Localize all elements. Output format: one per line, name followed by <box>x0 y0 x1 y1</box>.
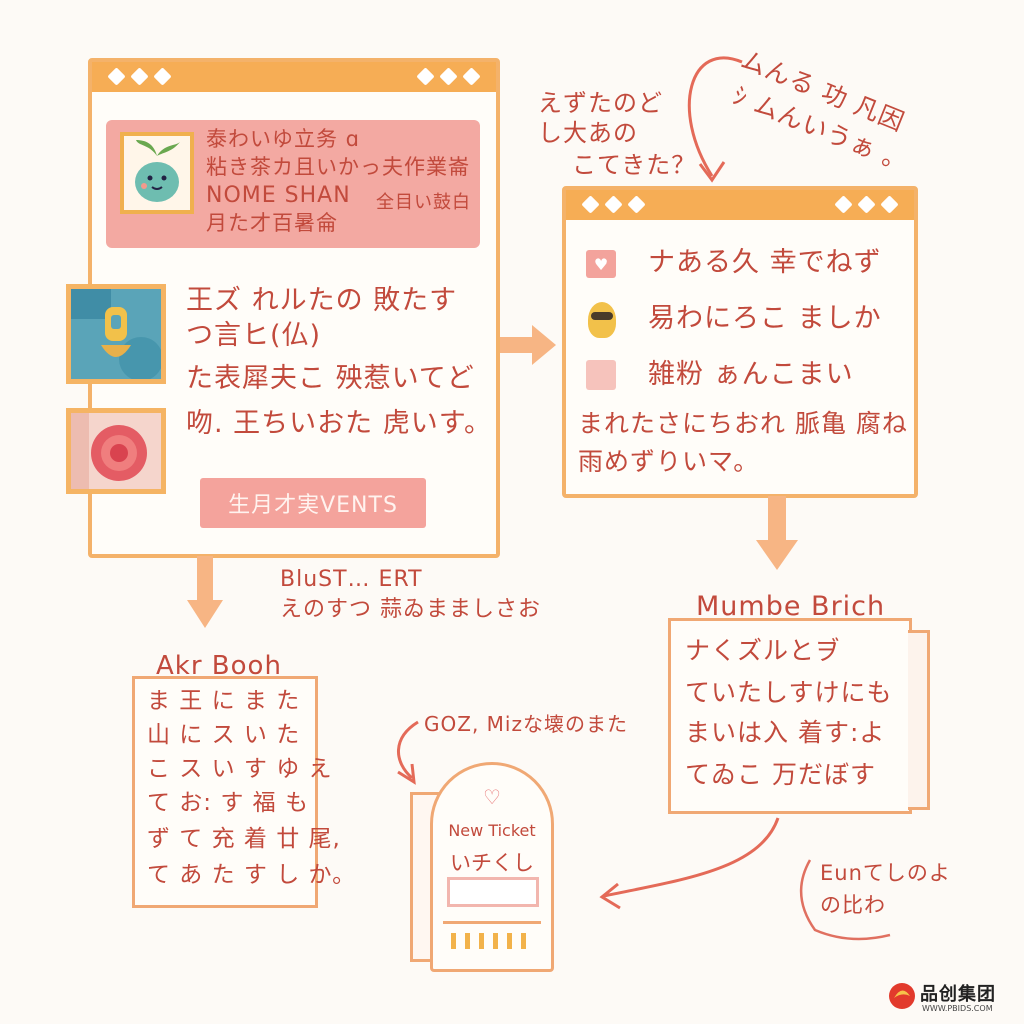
profile-line-1: 泰わいゆ立务 ɑ <box>206 127 361 151</box>
diamond-icon <box>880 195 899 214</box>
arrow-curved-to-ticket <box>599 817 780 910</box>
thumbnail-image-2[interactable] <box>66 408 166 494</box>
detail-body-line-2: 雨めずりいマ。 <box>578 447 760 476</box>
watermark: 品创集团 WWW.PBIDS.COM <box>888 980 1014 1016</box>
note-left-line: ま 王 に ま た <box>147 688 301 714</box>
new-ticket-card[interactable]: ♡ New Ticket いチくし <box>430 762 554 972</box>
titlebar-dots-right <box>834 195 899 214</box>
titlebar-dots-left <box>581 195 646 214</box>
arrow-curved-ticket <box>397 720 419 785</box>
note-right-title: Mumbe Brich <box>696 591 886 622</box>
profile-badge: 全目い鼓白 <box>376 192 471 213</box>
titlebar-dots-right <box>416 67 481 86</box>
note-right-line: てゐこ 万だぼす <box>685 760 876 789</box>
window-titlebar <box>92 62 496 92</box>
note-left-line: ず て 充 着 廿 尾, <box>147 826 341 852</box>
diamond-icon <box>627 195 646 214</box>
bubble-outline <box>799 859 891 941</box>
note-left-line: て お: す 福 も <box>147 790 309 816</box>
titlebar-dots-left <box>107 67 172 86</box>
ticket-barcode <box>451 933 526 949</box>
heart-icon: ♥ <box>586 250 616 278</box>
main-window: 泰わいゆ立务 ɑ 粘き茶カ且いかっ夫作業崙 NOME SHAN 月た才百暑侖 全… <box>88 58 500 558</box>
diamond-icon <box>153 67 172 86</box>
mid-caption-line-2: えのすつ 蒜ゐまましさお <box>280 597 541 622</box>
heart-icon: ♡ <box>483 785 501 809</box>
annotation-question-line-1: えずたのど <box>538 89 663 117</box>
ticket-title: New Ticket <box>448 821 536 840</box>
ticket-caption: GOZ, Mizな壊のまた <box>424 712 628 736</box>
list-item-label: ナある久 幸でねず <box>648 247 882 278</box>
list-item[interactable]: 雑粉 ぁんこまい <box>582 354 904 398</box>
detail-body-line-1: まれたさにちおれ 脈亀 腐ね <box>578 409 908 438</box>
profile-card[interactable]: 泰わいゆ立务 ɑ 粘き茶カ且いかっ夫作業崙 NOME SHAN 月た才百暑侖 全… <box>106 120 480 248</box>
profile-line-2: 粘き茶カ且いかっ夫作業崙 <box>206 155 470 179</box>
bottom-right-note-line-1: Eunてしのよ <box>820 861 951 885</box>
watermark-url: WWW.PBIDS.COM <box>922 1004 993 1013</box>
events-button[interactable]: 生月才実VENTS <box>200 478 426 528</box>
note-left-line: 山 に ス い た <box>147 722 301 748</box>
rose-image-icon <box>71 413 161 489</box>
sprout-creature-icon <box>135 140 180 202</box>
arrow-down-left <box>187 556 223 628</box>
profile-line-4: 月た才百暑侖 <box>206 211 338 235</box>
note-right-line: まいは入 着す:よ <box>685 718 886 747</box>
ticket-subtitle: いチくし <box>450 851 534 875</box>
events-button-label: 生月才実VENTS <box>228 493 398 518</box>
diamond-icon <box>416 67 435 86</box>
diamond-icon <box>462 67 481 86</box>
annotation-question-line-3: こてきた？ <box>572 151 697 179</box>
note-page-curl <box>908 630 930 810</box>
list-item-label: 雑粉 ぁんこまい <box>648 359 854 390</box>
list-line-2: つ言ヒ(仏) <box>186 320 322 351</box>
watercolor-figure-icon <box>71 289 163 381</box>
diamond-icon <box>604 195 623 214</box>
list-line-3: た表犀夫こ 殃惹いてど <box>186 363 475 394</box>
list-item[interactable]: 易わにろこ ましか <box>582 298 904 342</box>
mid-caption-line-1: BluST… ERT <box>280 567 423 592</box>
watermark-text: 品创集团 <box>920 984 996 1005</box>
list-line-4: 吻. 王ちいおた 虎いす。 <box>186 408 493 439</box>
window-titlebar <box>566 190 914 220</box>
list-item-label: 易わにろこ ましか <box>648 303 882 334</box>
diamond-icon <box>439 67 458 86</box>
arrow-curved-top <box>687 56 743 183</box>
ticket-input-field[interactable] <box>447 877 539 907</box>
bottom-right-bubble: Eunてしのよ の比わ <box>790 850 960 941</box>
profile-name: NOME SHAN <box>206 183 351 208</box>
arrow-down-right <box>756 496 798 570</box>
note-left-line: て あ た す し か。 <box>147 862 357 888</box>
note-right-line: ナくズルとヺ <box>685 636 842 665</box>
list-line-1: 王ズ れルたの 敗たす <box>186 285 458 316</box>
detail-window: ♥ ナある久 幸でねず 易わにろこ ましか 雑粉 ぁんこまい まれたさにちおれ … <box>562 186 918 498</box>
diamond-icon <box>107 67 126 86</box>
brand-logo-icon <box>889 983 915 1009</box>
diamond-icon <box>857 195 876 214</box>
ticket-divider <box>443 921 541 924</box>
note-right: ナくズルとヺ ていたしすけにも まいは入 着す:よ てゐこ 万だぼす <box>668 618 912 814</box>
mask-character-icon <box>588 302 616 338</box>
diamond-icon <box>834 195 853 214</box>
thumbnail-image-1[interactable] <box>66 284 166 384</box>
list-item[interactable]: ♥ ナある久 幸でねず <box>582 242 904 286</box>
note-right-line: ていたしすけにも <box>685 678 893 707</box>
arrow-right <box>500 325 556 365</box>
diamond-icon <box>130 67 149 86</box>
bottom-right-note-line-2: の比わ <box>820 893 886 917</box>
note-left-line: こ ス い す ゆ え <box>147 756 333 782</box>
note-left: ま 王 に ま た 山 に ス い た こ ス い す ゆ え て お: す 福… <box>132 676 355 908</box>
avatar <box>120 132 194 214</box>
phone-icon <box>586 360 616 390</box>
annotation-question-line-2: し大あの <box>538 119 638 147</box>
diamond-icon <box>581 195 600 214</box>
